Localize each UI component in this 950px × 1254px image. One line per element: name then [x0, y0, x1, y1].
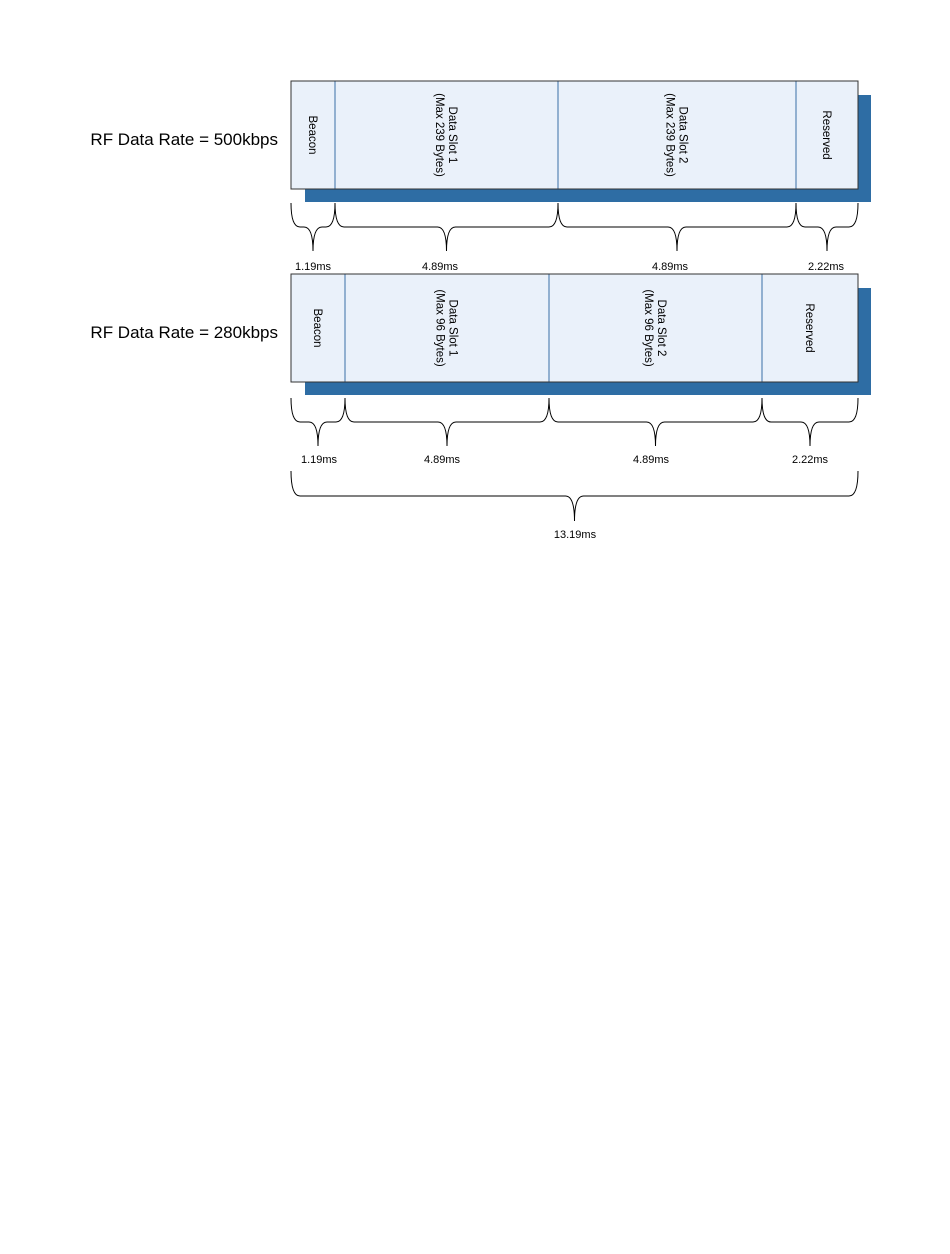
slot-label: Beacon [311, 308, 323, 347]
duration-label: 4.89ms [652, 261, 689, 273]
duration-brace [291, 398, 345, 446]
slot-label: Reserved [820, 110, 832, 159]
duration-brace [345, 398, 549, 446]
duration-brace [335, 203, 558, 251]
duration-label: 4.89ms [633, 454, 670, 466]
slot-label: Reserved [803, 303, 815, 352]
duration-label: 1.19ms [301, 454, 338, 466]
duration-brace [796, 203, 858, 251]
duration-label: 4.89ms [424, 454, 461, 466]
slot-label: Data Slot 1(Max 96 Bytes) [434, 289, 459, 366]
duration-label: 2.22ms [808, 261, 845, 273]
slot-label: Beacon [306, 115, 318, 154]
rate-label: RF Data Rate = 500kbps [90, 130, 278, 149]
duration-brace [762, 398, 858, 446]
duration-brace [549, 398, 762, 446]
duration-label: 4.89ms [422, 261, 459, 273]
duration-brace [558, 203, 796, 251]
total-duration-label: 13.19ms [554, 529, 597, 541]
slot-label: Data Slot 2(Max 96 Bytes) [642, 289, 667, 366]
duration-brace [291, 203, 335, 251]
total-brace [291, 471, 858, 521]
frame-2: RF Data Rate = 280kbps Beacon Data Slot 1(… [90, 274, 871, 466]
duration-label: 2.22ms [792, 454, 829, 466]
rate-label: RF Data Rate = 280kbps [90, 323, 278, 342]
duration-label: 1.19ms [295, 261, 332, 273]
